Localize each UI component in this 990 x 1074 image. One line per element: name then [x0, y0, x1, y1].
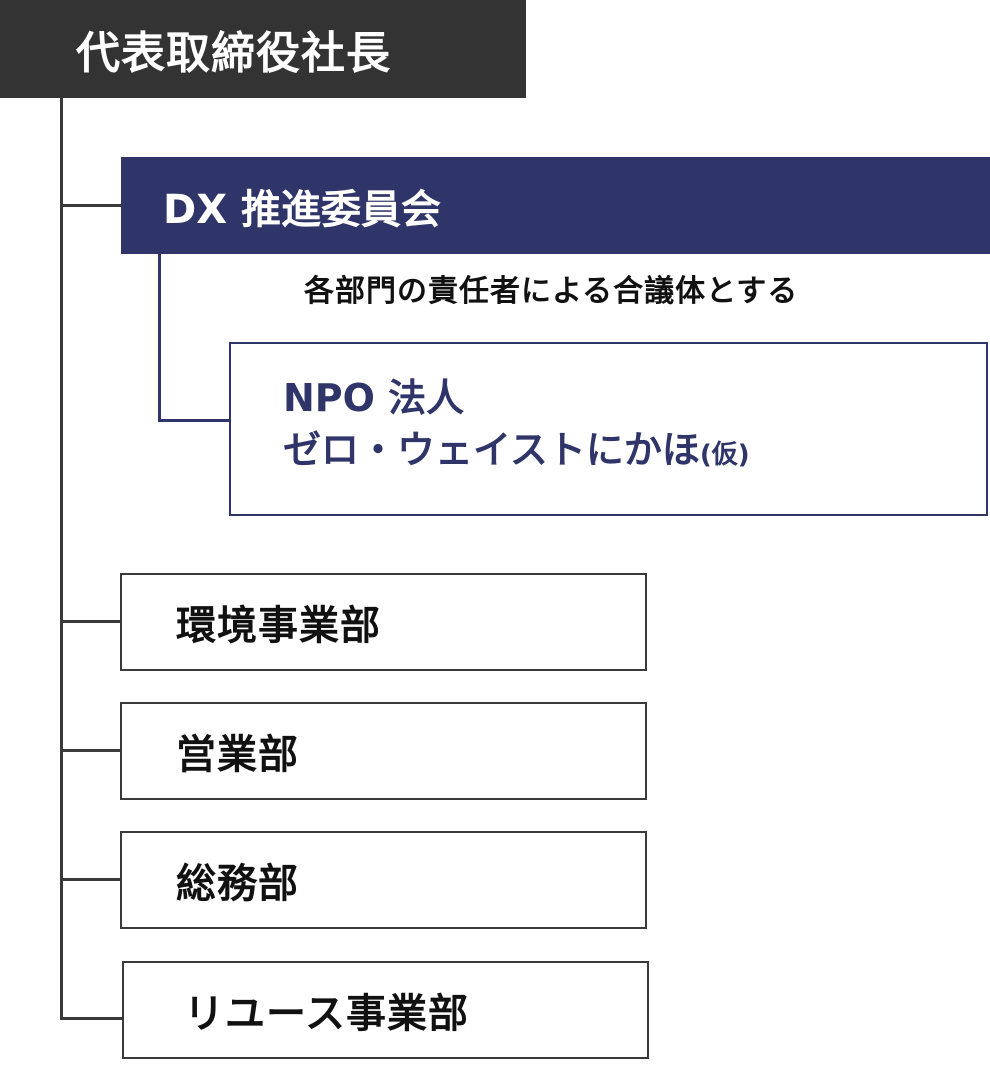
committee-sub-line-horizontal — [158, 419, 230, 422]
node-npo: NPO 法人 ゼロ・ウェイストにかほ(仮) — [229, 342, 988, 516]
node-dept-label: 総務部 — [176, 861, 299, 907]
branch-line-dept-3 — [60, 878, 121, 881]
node-npo-name: ゼロ・ウェイストにかほ — [283, 428, 700, 472]
node-npo-suffix: (仮) — [699, 440, 750, 470]
branch-line-dept-1 — [60, 620, 121, 623]
committee-sub-line-vertical — [158, 254, 161, 422]
node-ceo-label: 代表取締役社長 — [76, 28, 391, 79]
trunk-line — [60, 98, 63, 1020]
node-dept-label: 営業部 — [176, 732, 299, 778]
node-ceo: 代表取締役社長 — [0, 0, 526, 98]
branch-line-dept-4 — [60, 1017, 123, 1020]
node-dept-environment: 環境事業部 — [120, 573, 647, 671]
node-dx-committee: DX 推進委員会 — [121, 157, 990, 254]
committee-note: 各部門の責任者による合議体とする — [304, 274, 799, 309]
node-dept-general-affairs: 総務部 — [120, 831, 647, 929]
branch-line-committee — [60, 204, 121, 207]
node-dept-sales: 営業部 — [120, 702, 647, 800]
node-dx-committee-label: DX 推進委員会 — [163, 186, 441, 233]
branch-line-dept-2 — [60, 749, 121, 752]
node-dept-reuse: リユース事業部 — [122, 961, 649, 1059]
node-dept-label: 環境事業部 — [176, 603, 381, 649]
node-dept-label: リユース事業部 — [184, 991, 469, 1037]
node-npo-line2: ゼロ・ウェイストにかほ(仮) — [283, 424, 986, 481]
node-npo-line1: NPO 法人 — [283, 376, 465, 420]
